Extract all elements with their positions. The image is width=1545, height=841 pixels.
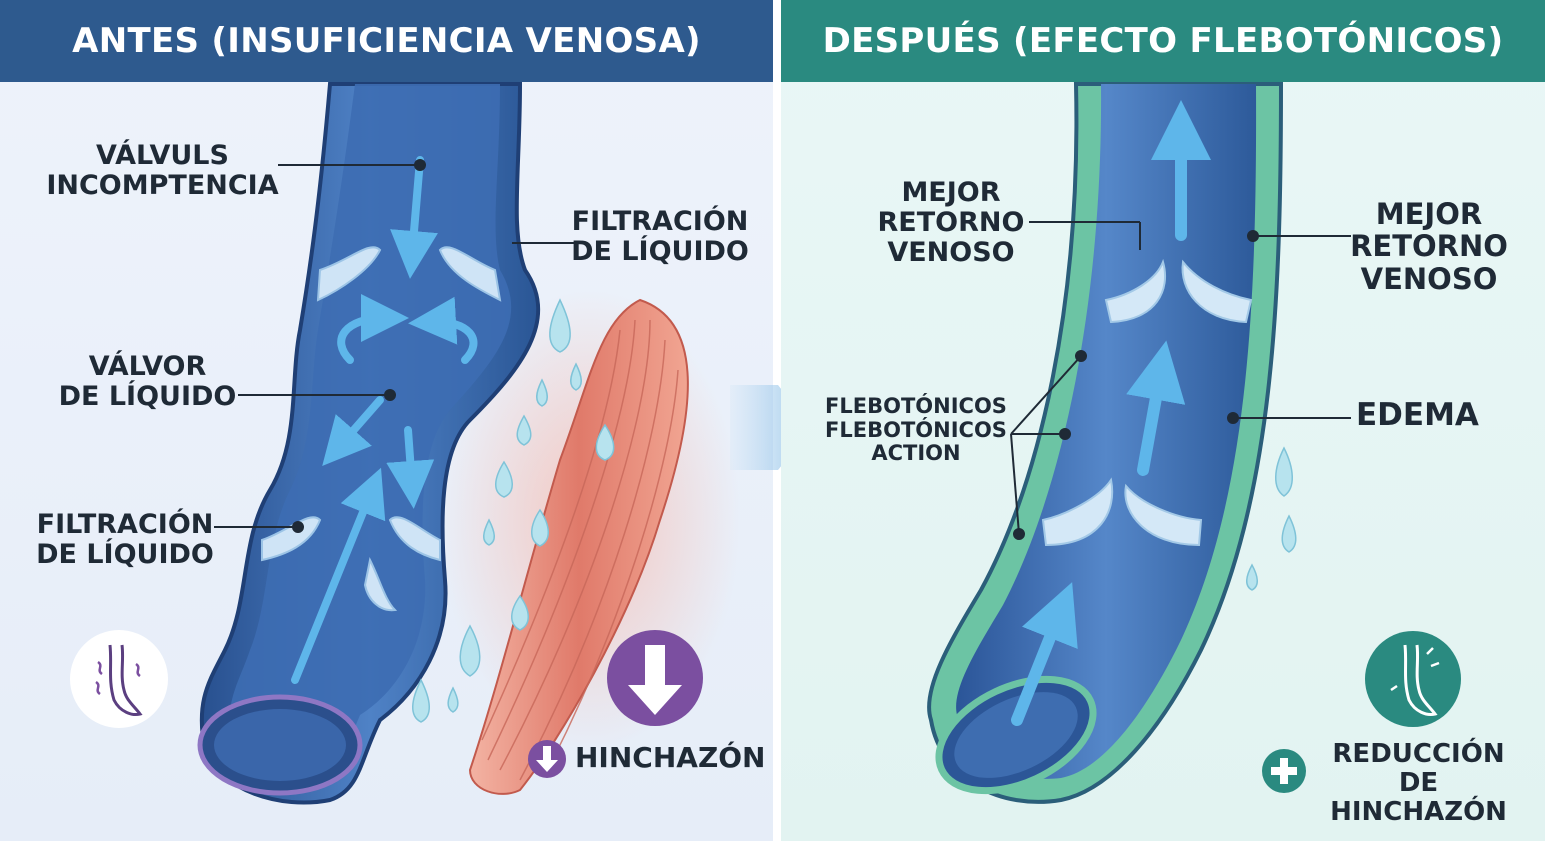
healthy-vein-opening-inner <box>954 692 1078 778</box>
before-header: ANTES (INSUFICIENCIA VENOSA) <box>0 0 773 82</box>
leg-swelling-icon <box>70 630 168 728</box>
panel-divider <box>773 0 781 841</box>
venous-return-arrows <box>1011 100 1211 726</box>
small-arrow-down-icon <box>528 740 566 778</box>
label-swelling-reduction: REDUCCIÓN DE HINCHAZÓN <box>1330 739 1507 828</box>
arrow-down-top <box>390 156 438 279</box>
fluid-droplets <box>412 298 615 723</box>
arrow-up-mid <box>1126 340 1186 476</box>
healthy-vein-illustration <box>927 82 1461 804</box>
before-title: ANTES (INSUFICIENCIA VENOSA) <box>72 21 701 61</box>
label-flebotonic-action: FLEBOTÓNICOS FLEBOTÓNICOS ACTION <box>825 394 1007 466</box>
after-panel: DESPUÉS (EFECTO FLEBOTÓNICOS) <box>781 0 1545 841</box>
label-fluid-filtration-top: FILTRACIÓN DE LÍQUIDO <box>571 206 749 268</box>
label-better-return-left: MEJOR RETORNO VENOSO <box>877 177 1025 269</box>
plus-icon <box>1262 749 1306 793</box>
arrow-up-bottom <box>291 467 386 684</box>
arrow-down-mid <box>386 426 435 509</box>
reduced-droplets <box>1246 446 1297 591</box>
swirl-arrow-right <box>408 296 478 364</box>
label-better-return-right: MEJOR RETORNO VENOSO <box>1350 197 1508 296</box>
reflux-arrows <box>291 156 478 684</box>
label-valvor-fluid: VÁLVOR DE LÍQUIDO <box>58 351 237 413</box>
before-panel: ANTES (INSUFICIENCIA VENOSA) <box>0 0 773 841</box>
varicose-vein-illustration <box>70 82 740 805</box>
after-title: DESPUÉS (EFECTO FLEBOTÓNICOS) <box>822 21 1504 61</box>
leg-healthy-icon <box>1365 631 1461 727</box>
swelling-arrow-down-icon <box>607 630 703 726</box>
arrow-up-bottom <box>1011 582 1078 726</box>
label-swelling: HINCHAZÓN <box>575 741 766 774</box>
incompetent-valves <box>261 246 502 612</box>
arrow-diag-left <box>322 396 384 467</box>
label-edema: EDEMA <box>1356 397 1479 433</box>
leader-lines <box>214 159 575 533</box>
after-header: DESPUÉS (EFECTO FLEBOTÓNICOS) <box>781 0 1545 82</box>
label-fluid-filtration-bottom: FILTRACIÓN DE LÍQUIDO <box>36 509 214 571</box>
swirl-arrow-left <box>337 294 409 364</box>
label-incompetent-valves: VÁLVULS INCOMPTENCIA <box>46 140 279 202</box>
muscle-fibers <box>481 319 679 781</box>
after-leader-lines <box>1010 221 1351 540</box>
vein-opening-inner <box>214 709 346 781</box>
competent-valves <box>1041 258 1253 547</box>
